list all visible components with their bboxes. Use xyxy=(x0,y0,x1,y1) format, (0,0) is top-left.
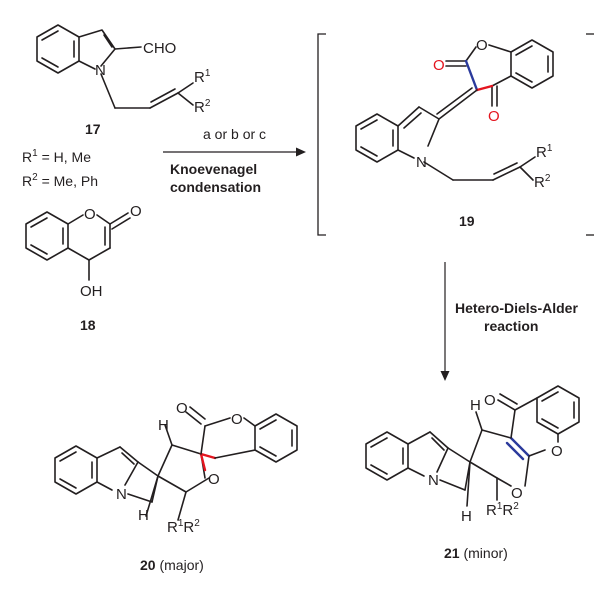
ketone-oxygen-19: O xyxy=(488,108,500,125)
compound-20-structure xyxy=(54,406,298,521)
compound-17-structure xyxy=(36,24,194,109)
r1-label-19: R1 xyxy=(536,143,553,161)
carbonyl-oxygen-18: O xyxy=(130,203,142,220)
indole-nitrogen-21: N xyxy=(428,472,439,489)
step1-conditions: a or b or c xyxy=(203,126,266,142)
compound-19-structure xyxy=(355,39,554,181)
blue-bond-19 xyxy=(464,59,479,92)
blue-bond-21a xyxy=(509,436,531,458)
indole-nitrogen-label: N xyxy=(95,62,106,79)
hydrogen-bottom-20: H xyxy=(138,507,149,524)
arrowhead-step2 xyxy=(440,371,450,381)
r-groups-21: R1R2 xyxy=(486,501,519,519)
red-bond-20a xyxy=(199,452,217,460)
pyran-oxygen-20: O xyxy=(208,471,220,488)
blue-bond-21b xyxy=(505,441,525,461)
compound-18-structure xyxy=(25,211,131,281)
compound-17-number: 17 xyxy=(85,121,101,137)
compound-21-caption: 21 (minor) xyxy=(444,545,508,561)
compound-21-structure xyxy=(365,385,580,507)
pyran-oxygen-21: O xyxy=(511,485,523,502)
r-groups-20: R1R2 xyxy=(167,518,200,536)
r1-label-17: R1 xyxy=(194,68,211,86)
lactone-carbonyl-oxygen-20: O xyxy=(176,400,188,417)
step2-name-line1: Hetero-Diels-Alder xyxy=(455,300,578,316)
step1-name-line2: condensation xyxy=(170,179,261,195)
r2-label-17: R2 xyxy=(194,98,211,116)
chromone-ring-oxygen-21: O xyxy=(551,443,563,460)
hydrogen-bottom-21: H xyxy=(461,508,472,525)
arrowhead-step1 xyxy=(296,147,306,157)
coumarin-ring-oxygen-18: O xyxy=(84,206,96,223)
compound-19-number: 19 xyxy=(459,213,475,229)
r2-definition: R2 = Me, Ph xyxy=(22,172,98,189)
indole-nitrogen-19: N xyxy=(416,154,427,171)
red-bond-20b xyxy=(199,452,207,472)
hydrogen-top-21: H xyxy=(470,397,481,414)
r1-definition: R1 = H, Me xyxy=(22,148,91,165)
chromone-carbonyl-oxygen-21: O xyxy=(484,392,496,409)
lactone-ring-oxygen-20: O xyxy=(231,411,243,428)
step1-name-line1: Knoevenagel xyxy=(170,161,257,177)
lactone-oxygen-19: O xyxy=(433,57,445,74)
aldehyde-label: CHO xyxy=(143,40,176,57)
hydroxyl-label-18: OH xyxy=(80,283,103,300)
left-bracket xyxy=(317,33,326,236)
ring-oxygen-19: O xyxy=(476,37,488,54)
red-bond-19 xyxy=(475,84,494,92)
compound-18-number: 18 xyxy=(80,317,96,333)
compound-20-caption: 20 (major) xyxy=(140,557,204,573)
indole-nitrogen-20: N xyxy=(116,486,127,503)
step2-name-line2: reaction xyxy=(484,318,538,334)
r2-label-19: R2 xyxy=(534,173,551,191)
hydrogen-top-20: H xyxy=(158,417,169,434)
